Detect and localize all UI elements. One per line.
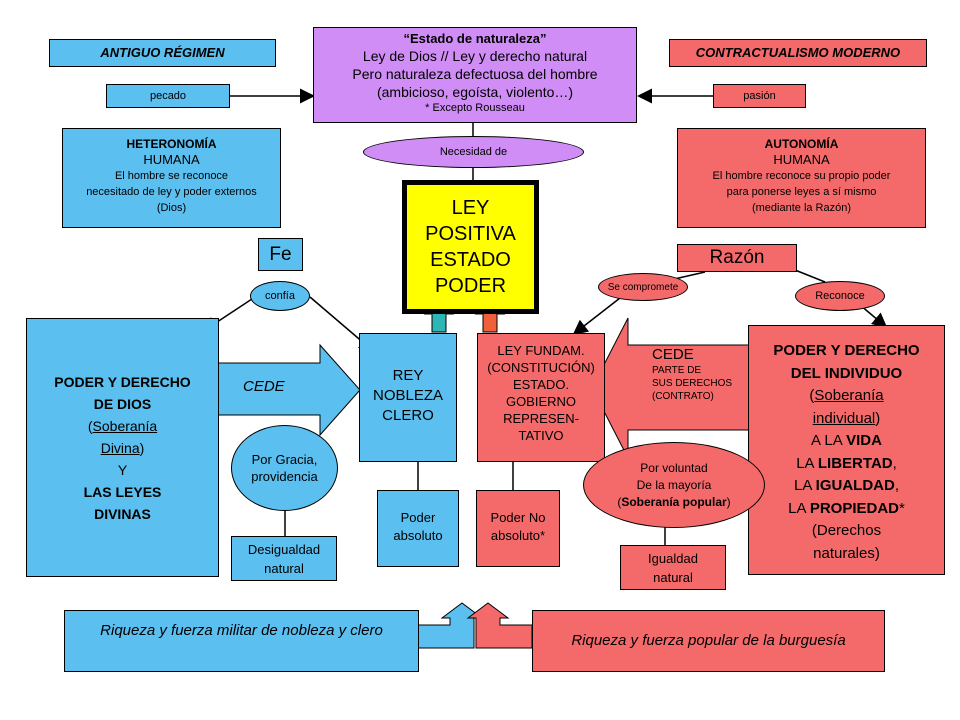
poder-dios-box: PODER Y DERECHO DE DIOS (Soberanía Divin… xyxy=(26,318,219,577)
heteronomia-line1: El hombre se reconoce xyxy=(114,170,229,182)
por-voluntad-l1: Por voluntad xyxy=(640,460,708,475)
ley-fundam-l6: TATIVO xyxy=(518,428,564,443)
ley-fundam-l5: REPRESEN- xyxy=(503,411,579,426)
poder-individuo-l8: LA PROPIEDAD* xyxy=(788,499,905,517)
autonomia-title: AUTONOMÍA xyxy=(764,137,839,151)
poder-individuo-l1: PODER Y DERECHO xyxy=(773,342,920,359)
rey-l3: CLERO xyxy=(382,407,434,424)
poder-dios-l6: LAS LEYES xyxy=(83,484,162,500)
poder-dios-l3: (Soberanía xyxy=(87,418,158,434)
poder-no-absoluto-box: Poder No absoluto* xyxy=(476,490,560,567)
fe-box: Fe xyxy=(258,238,303,271)
estado-title: “Estado de naturaleza” xyxy=(403,31,547,46)
poder-individuo-l3: (Soberanía xyxy=(809,387,884,404)
por-voluntad-l2: De la mayoría xyxy=(636,477,712,492)
ley-fundam-box: LEY FUNDAM. (CONSTITUCIÓN) ESTADO. GOBIE… xyxy=(477,333,605,462)
por-voluntad-l3: (Soberanía popular) xyxy=(617,494,731,509)
cede-arrow-left xyxy=(217,343,361,437)
poder-individuo-l2: DEL INDIVIDUO xyxy=(790,364,903,382)
poder-individuo-l5: A LA VIDA xyxy=(811,432,882,449)
ley-fundam-l1: LEY FUNDAM. xyxy=(497,343,585,358)
autonomia-line3: (mediante la Razón) xyxy=(751,202,852,214)
estado-naturaleza-box: “Estado de naturaleza” Ley de Dios // Le… xyxy=(313,27,637,123)
igualdad-box: Igualdad natural xyxy=(620,545,726,590)
cede-right-l1: PARTE DE xyxy=(652,365,702,376)
poder-dios-l5: Y xyxy=(117,462,128,478)
poder-no-absoluto-l1: Poder No xyxy=(490,510,546,525)
por-gracia-l1: Por Gracia, xyxy=(251,452,318,467)
cede-arrow-right xyxy=(591,317,756,459)
poder-individuo-l10: naturales) xyxy=(813,544,880,562)
ley-positiva-line1: LEY xyxy=(451,197,490,219)
poder-dios-l4: Divina) xyxy=(100,440,145,456)
rey-l2: NOBLEZA xyxy=(372,387,444,404)
heteronomia-line3: (Dios) xyxy=(156,202,187,214)
poder-no-absoluto-l2: absoluto* xyxy=(490,528,546,543)
desigualdad-l1: Desigualdad xyxy=(247,542,321,557)
poder-individuo-l9: (Derechos xyxy=(811,522,882,539)
heteronomia-box: HETERONOMÍA HUMANA El hombre se reconoce… xyxy=(62,128,281,228)
ley-positiva-line4: PODER xyxy=(434,275,507,297)
igualdad-l1: Igualdad xyxy=(648,551,698,566)
riqueza-nobleza-box: Riqueza y fuerza militar de nobleza y cl… xyxy=(64,610,419,672)
cede-left-label: CEDE xyxy=(243,378,285,395)
igualdad-l2: natural xyxy=(653,570,693,585)
desigualdad-box: Desigualdad natural xyxy=(231,536,337,581)
bottom-arrow-blue xyxy=(417,602,484,649)
autonomia-line1: El hombre reconoce su propio poder xyxy=(712,170,891,182)
ley-fundam-l3: ESTADO. xyxy=(512,377,570,392)
cede-right-text: CEDE PARTE DE SUS DERECHOS (CONTRATO) xyxy=(652,346,732,403)
rey-box: REY NOBLEZA CLERO xyxy=(359,333,457,462)
ley-fundam-l4: GOBIERNO xyxy=(505,394,577,409)
rey-l1: REY xyxy=(392,367,424,384)
estado-line1: Ley de Dios // Ley y derecho natural xyxy=(362,48,588,64)
poder-absoluto-box: Poder absoluto xyxy=(377,490,459,567)
ley-positiva-line2: POSITIVA xyxy=(425,223,516,245)
ley-fundam-l2: (CONSTITUCIÓN) xyxy=(487,360,595,375)
por-voluntad-ellipse: Por voluntad De la mayoría (Soberanía po… xyxy=(583,442,765,528)
ley-positiva-box: LEY POSITIVA ESTADO PODER xyxy=(402,180,539,314)
line-razon-reconoce xyxy=(794,269,826,283)
razon-box: Razón xyxy=(677,244,797,272)
confia-ellipse: confía xyxy=(250,281,310,311)
desigualdad-l2: natural xyxy=(264,561,304,576)
bottom-arrow-red xyxy=(466,602,533,649)
poder-absoluto-l1: Poder xyxy=(400,510,436,525)
cede-right-l2: SUS DERECHOS xyxy=(652,378,733,389)
poder-dios-l1: PODER Y DERECHO xyxy=(54,374,191,390)
heteronomia-line2: necesitado de ley y poder externos xyxy=(86,186,257,198)
necesidad-ellipse: Necesidad de xyxy=(363,136,584,168)
contractualismo-label: CONTRACTUALISMO MODERNO xyxy=(669,39,927,67)
poder-absoluto-l2: absoluto xyxy=(393,528,443,543)
poder-dios-l2: DE DIOS xyxy=(93,396,152,412)
autonomia-box: AUTONOMÍA HUMANA El hombre reconoce su p… xyxy=(677,128,926,228)
pasion-box: pasión xyxy=(713,84,806,108)
se-compromete-ellipse: Se compromete xyxy=(598,273,688,301)
por-gracia-ellipse: Por Gracia, providencia xyxy=(231,425,338,511)
estado-note: * Excepto Rousseau xyxy=(425,102,525,114)
estado-line3: (ambicioso, egoísta, violento…) xyxy=(376,84,574,100)
heteronomia-sub: HUMANA xyxy=(143,152,200,167)
antiguo-regimen-label: ANTIGUO RÉGIMEN xyxy=(49,39,276,67)
heteronomia-title: HETERONOMÍA xyxy=(126,137,217,151)
arrow-compromete xyxy=(572,297,621,335)
estado-line2: Pero naturaleza defectuosa del hombre xyxy=(352,66,598,82)
pecado-box: pecado xyxy=(106,84,230,108)
cede-right-l3: (CONTRATO) xyxy=(652,391,714,402)
riqueza-burguesia-box: Riqueza y fuerza popular de la burguesía xyxy=(532,610,885,672)
autonomia-sub: HUMANA xyxy=(773,152,830,167)
poder-individuo-l7: LA IGUALDAD, xyxy=(793,477,900,494)
ley-positiva-line3: ESTADO xyxy=(430,249,511,271)
cede-right-title: CEDE xyxy=(652,346,694,363)
poder-individuo-box: PODER Y DERECHO DEL INDIVIDUO (Soberanía… xyxy=(748,325,945,575)
poder-individuo-l4: individual) xyxy=(812,409,881,427)
poder-dios-l7: DIVINAS xyxy=(94,506,151,522)
reconoce-ellipse: Reconoce xyxy=(795,281,885,311)
poder-individuo-l6: LA LIBERTAD, xyxy=(796,454,897,472)
autonomia-line2: para ponerse leyes a sí mismo xyxy=(726,186,877,198)
por-gracia-l2: providencia xyxy=(251,469,318,484)
